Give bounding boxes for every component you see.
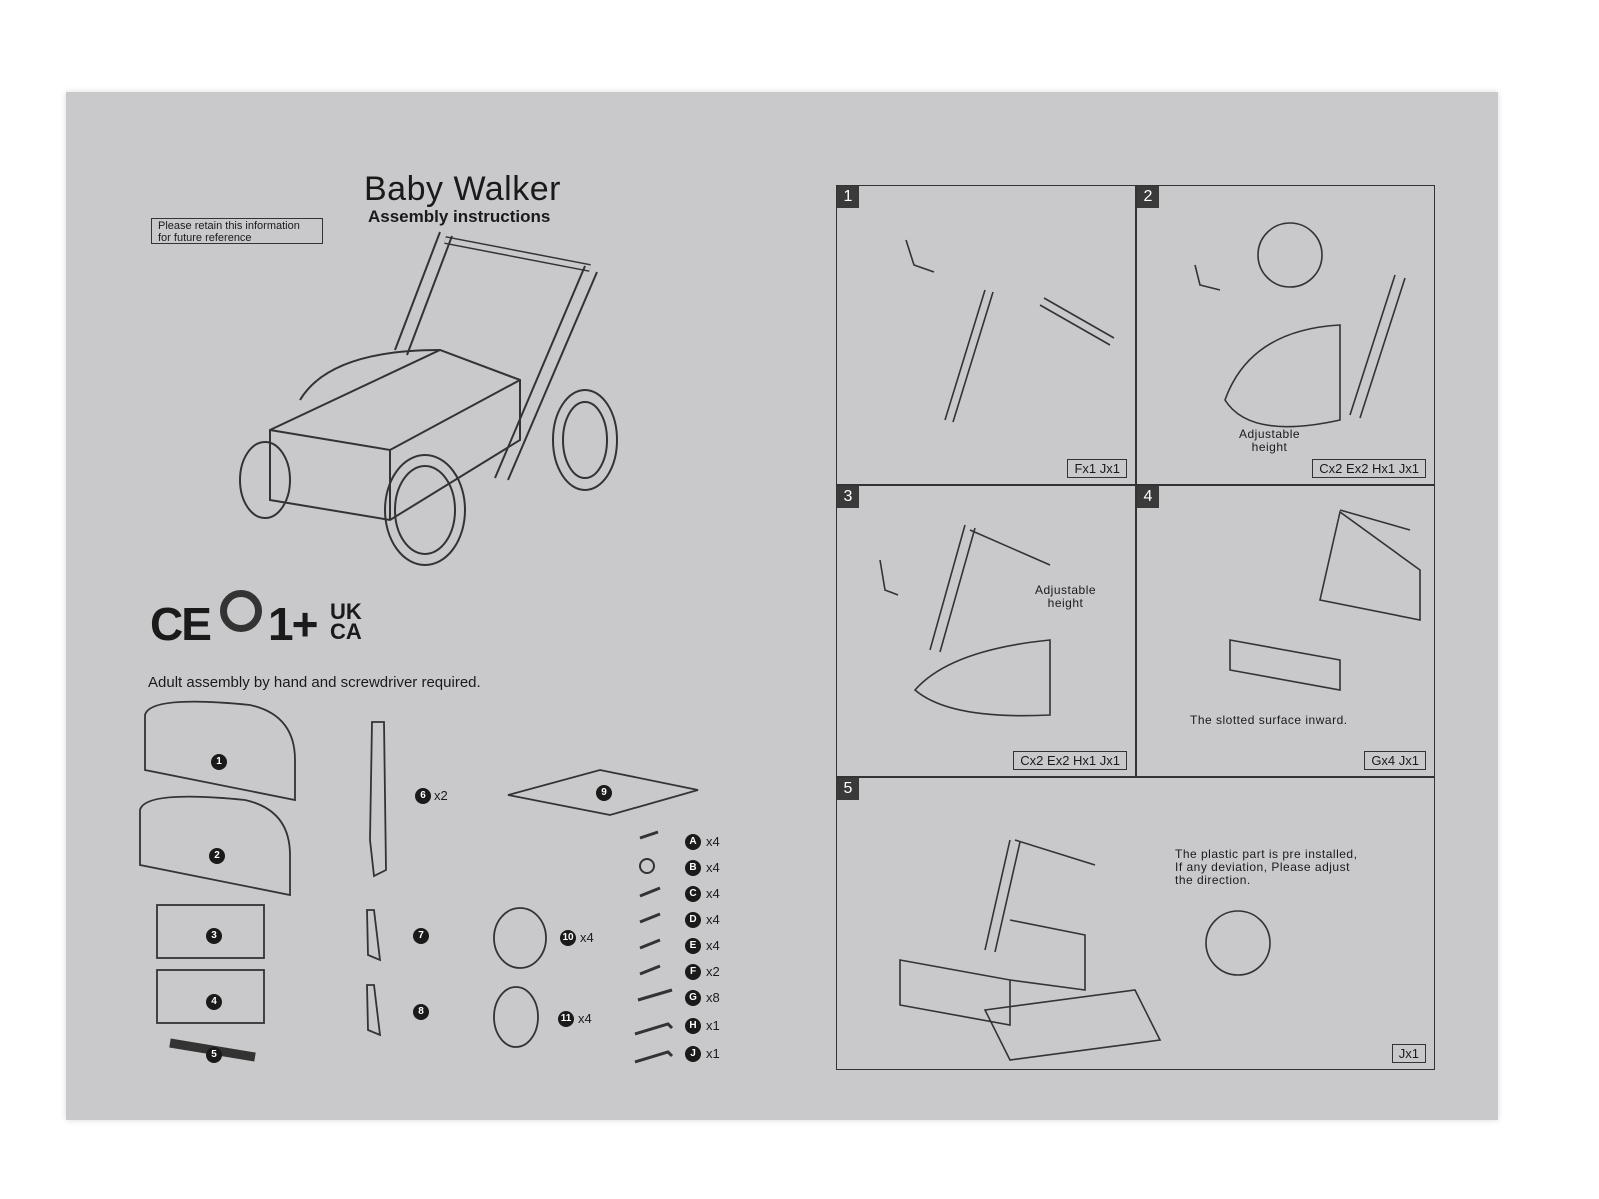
part-4-number: 4 [206, 994, 222, 1010]
hardware-F-letter: F [685, 964, 701, 980]
step-1-qty: Fx1 Jx1 [1067, 459, 1127, 478]
hardware-A-qty: x4 [706, 834, 720, 849]
step-3-panel: 3 Adjustable height Cx2 Ex2 Hx1 Jx1 [836, 485, 1136, 777]
part-6-drawing [369, 721, 387, 878]
part-10-drawing [493, 907, 547, 969]
part-7-drawing [366, 909, 382, 962]
retain-note-line-2: for future reference [158, 232, 252, 244]
recycle-icon [220, 590, 262, 632]
step-2-note: Adjustable height [1239, 428, 1300, 454]
page-title: Baby Walker [364, 170, 561, 208]
part-1-number: 1 [211, 754, 227, 770]
part-7-number: 7 [413, 928, 429, 944]
step-3-number: 3 [837, 486, 859, 508]
step-3-note: Adjustable height [1035, 584, 1096, 610]
step-2-panel: 2 Adjustable height Cx2 Ex2 Hx1 Jx1 [1136, 185, 1435, 485]
part-10-qty: x4 [580, 930, 594, 945]
step-4-number: 4 [1137, 486, 1159, 508]
part-9-drawing [507, 769, 699, 816]
step-3-note-line-2: height [1047, 596, 1084, 610]
adult-assembly-note: Adult assembly by hand and screwdriver r… [148, 674, 481, 691]
hardware-J-letter: J [685, 1046, 701, 1062]
step-5-note: The plastic part is pre installed, If an… [1175, 848, 1357, 887]
part-4-drawing [156, 969, 265, 1024]
hardware-B-qty: x4 [706, 860, 720, 875]
step-2-number: 2 [1137, 186, 1159, 208]
hardware-H-qty: x1 [706, 1018, 720, 1033]
hardware-C-qty: x4 [706, 886, 720, 901]
step-5-panel: 5 The plastic part is pre installed, If … [836, 777, 1435, 1070]
hardware-G-qty: x8 [706, 990, 720, 1005]
part-9-number: 9 [596, 785, 612, 801]
step-3-note-line-1: Adjustable [1035, 583, 1097, 597]
step-5-note-line-2: If any deviation, Please adjust [1175, 860, 1350, 874]
step-2-qty: Cx2 Ex2 Hx1 Jx1 [1312, 459, 1426, 478]
hardware-A-letter: A [685, 834, 701, 850]
step-2-note-line-2: height [1251, 440, 1288, 454]
part-1-drawing [144, 700, 296, 802]
step-5-note-line-3: the direction. [1175, 873, 1251, 887]
part-5-number: 5 [206, 1047, 222, 1063]
part-6-number: 6 [415, 788, 431, 804]
age-mark: 1+ [268, 598, 318, 650]
hardware-E-qty: x4 [706, 938, 720, 953]
part-2-number: 2 [209, 848, 225, 864]
step-1-number: 1 [837, 186, 859, 208]
ce-mark: CE [150, 598, 212, 650]
hardware-B-letter: B [685, 860, 701, 876]
retain-note-line-1: Please retain this information [158, 220, 300, 232]
hardware-D-qty: x4 [706, 912, 720, 927]
part-11-drawing [493, 986, 539, 1048]
hardware-E-letter: E [685, 938, 701, 954]
part-3-drawing [156, 904, 265, 959]
part-11-number: 11 [558, 1011, 574, 1027]
step-1-panel: 1 Fx1 Jx1 [836, 185, 1136, 485]
step-5-note-line-1: The plastic part is pre installed, [1175, 847, 1358, 861]
part-11-qty: x4 [578, 1011, 592, 1026]
hardware-D-letter: D [685, 912, 701, 928]
part-10-number: 10 [560, 930, 576, 946]
ukca-mark: UK CA [330, 599, 362, 644]
part-6-qty: x2 [434, 788, 448, 803]
part-8-number: 8 [413, 1004, 429, 1020]
hardware-G-letter: G [685, 990, 701, 1006]
part-8-drawing [366, 984, 382, 1037]
part-3-number: 3 [206, 928, 222, 944]
step-4-qty: Gx4 Jx1 [1364, 751, 1426, 770]
step-4-panel: 4 The slotted surface inward. Gx4 Jx1 [1136, 485, 1435, 777]
ukca-line-1: UK [330, 599, 362, 624]
page-subtitle: Assembly instructions [368, 207, 551, 226]
hardware-J-qty: x1 [706, 1046, 720, 1061]
step-5-qty: Jx1 [1391, 1044, 1426, 1063]
ukca-line-2: CA [330, 619, 362, 644]
retain-note: Please retain this information for futur… [151, 218, 323, 244]
hardware-F-qty: x2 [706, 964, 720, 979]
step-5-number: 5 [837, 778, 859, 800]
hardware-C-letter: C [685, 886, 701, 902]
step-2-note-line-1: Adjustable [1239, 427, 1301, 441]
part-2-drawing [139, 795, 291, 897]
step-4-note: The slotted surface inward. [1190, 713, 1348, 727]
step-3-qty: Cx2 Ex2 Hx1 Jx1 [1013, 751, 1127, 770]
hardware-H-letter: H [685, 1018, 701, 1034]
